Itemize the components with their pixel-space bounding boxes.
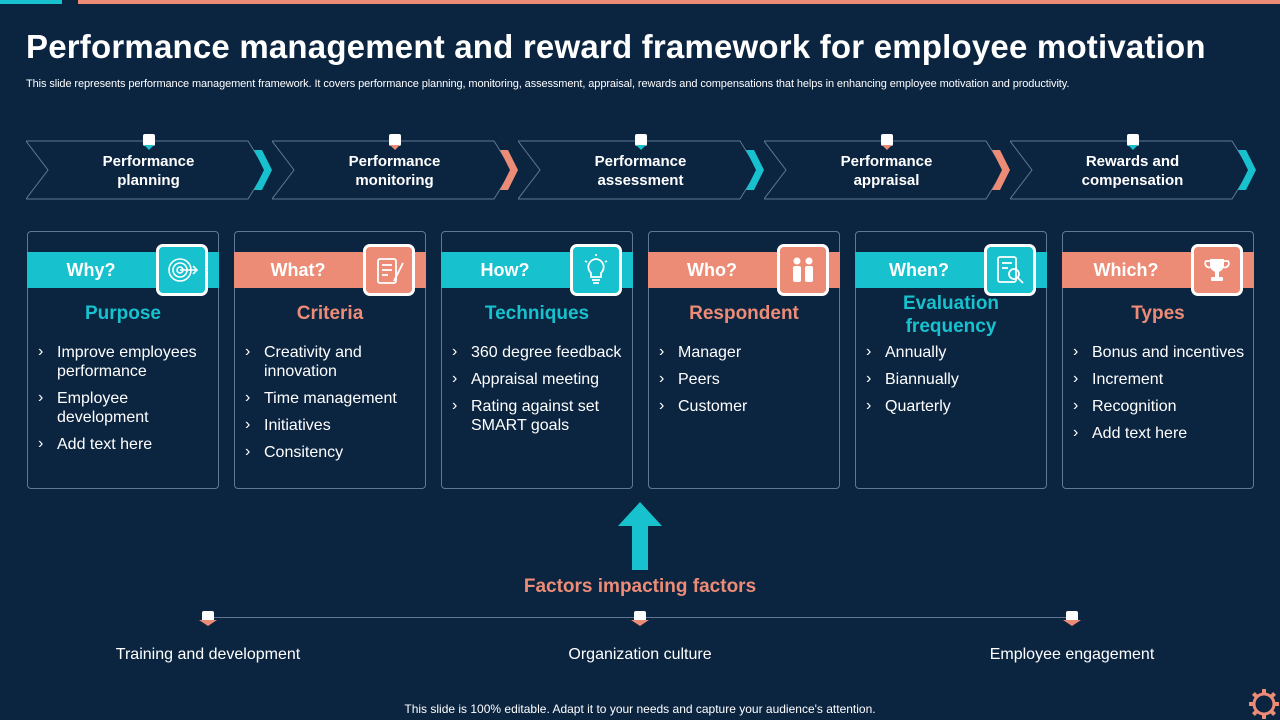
top-accent-bar-salmon bbox=[78, 0, 1280, 4]
slide-title: Performance management and reward framew… bbox=[26, 28, 1206, 65]
card-list: 360 degree feedbackAppraisal meetingRati… bbox=[452, 342, 628, 443]
card-list-item: Add text here bbox=[1073, 423, 1249, 443]
chevron-shape bbox=[1010, 140, 1256, 200]
framework-card: When? Evaluation frequencyAnnuallyBiannua… bbox=[855, 231, 1047, 489]
card-list-item: Rating against set SMART goals bbox=[452, 396, 628, 435]
top-accent-bar-teal bbox=[0, 0, 62, 4]
card-list-item: Consitency bbox=[245, 442, 421, 462]
card-list: Bonus and incentivesIncrementRecognition… bbox=[1073, 342, 1249, 451]
card-list-item: Creativity and innovation bbox=[245, 342, 421, 381]
step-marker bbox=[1127, 134, 1139, 150]
step-marker bbox=[635, 134, 647, 150]
framework-card: Who? RespondentManagerPeersCustomer bbox=[648, 231, 840, 489]
chevron-shape bbox=[518, 140, 764, 200]
people-icon bbox=[777, 244, 829, 296]
card-list-item: Recognition bbox=[1073, 396, 1249, 416]
factor-marker bbox=[631, 611, 649, 626]
slide-subtitle: This slide represents performance manage… bbox=[26, 78, 1070, 90]
card-question-label: How? bbox=[480, 260, 530, 280]
card-list: Creativity and innovationTime management… bbox=[245, 342, 421, 470]
card-question-label: What? bbox=[270, 260, 326, 280]
lightbulb-icon bbox=[570, 244, 622, 296]
card-question-label: Why? bbox=[66, 260, 116, 280]
footer-note: This slide is 100% editable. Adapt it to… bbox=[404, 702, 876, 716]
step-marker bbox=[881, 134, 893, 150]
framework-card: Why? PurposeImprove employees performance… bbox=[27, 231, 219, 489]
document-search-icon bbox=[984, 244, 1036, 296]
chevron-shape bbox=[272, 140, 518, 200]
card-list-item: Quarterly bbox=[866, 396, 1042, 416]
card-heading: Evaluation frequency bbox=[902, 293, 1000, 337]
chevron-shape bbox=[764, 140, 1010, 200]
card-question-label: When? bbox=[889, 260, 949, 280]
card-list-item: Improve employees performance bbox=[38, 342, 214, 381]
card-list-item: 360 degree feedback bbox=[452, 342, 628, 362]
card-list-item: Customer bbox=[659, 396, 835, 416]
card-list-item: Biannually bbox=[866, 369, 1042, 389]
card-heading: Criteria bbox=[296, 303, 364, 324]
card-list: AnnuallyBiannuallyQuarterly bbox=[866, 342, 1042, 424]
card-heading: Types bbox=[1131, 303, 1185, 324]
card-heading: Techniques bbox=[484, 303, 590, 324]
card-list-item: Bonus and incentives bbox=[1073, 342, 1249, 362]
framework-card: How? Techniques 360 degree feedbackApprais… bbox=[441, 231, 633, 489]
card-list-item: Peers bbox=[659, 369, 835, 389]
card-heading: Respondent bbox=[689, 303, 799, 324]
card-question-label: Who? bbox=[687, 260, 737, 280]
card-list-item: Manager bbox=[659, 342, 835, 362]
factor-label: Training and development bbox=[115, 646, 301, 663]
step-marker bbox=[389, 134, 401, 150]
card-list-item: Employee development bbox=[38, 388, 214, 427]
target-icon bbox=[156, 244, 208, 296]
framework-card: What? CriteriaCreativity and innovationTi… bbox=[234, 231, 426, 489]
card-list-item: Add text here bbox=[38, 434, 214, 454]
checklist-icon bbox=[363, 244, 415, 296]
card-list-item: Time management bbox=[245, 388, 421, 408]
card-list: ManagerPeersCustomer bbox=[659, 342, 835, 424]
card-question-label: Which? bbox=[1093, 260, 1159, 280]
chevron-shape bbox=[26, 140, 272, 200]
up-arrow-icon bbox=[618, 502, 662, 570]
factor-label: Employee engagement bbox=[989, 646, 1155, 663]
card-heading: Purpose bbox=[84, 303, 162, 324]
factor-marker bbox=[199, 611, 217, 626]
card-list-item: Annually bbox=[866, 342, 1042, 362]
framework-card: Which? TypesBonus and incentivesIncrement… bbox=[1062, 231, 1254, 489]
trophy-icon bbox=[1191, 244, 1243, 296]
card-list-item: Appraisal meeting bbox=[452, 369, 628, 389]
card-list-item: Initiatives bbox=[245, 415, 421, 435]
card-list-item: Increment bbox=[1073, 369, 1249, 389]
step-marker bbox=[143, 134, 155, 150]
factor-label: Organization culture bbox=[568, 646, 712, 663]
factor-marker bbox=[1063, 611, 1081, 626]
card-list: Improve employees performanceEmployee de… bbox=[38, 342, 214, 462]
gear-icon[interactable] bbox=[1248, 688, 1280, 720]
factors-title: Factors impacting factors bbox=[523, 576, 757, 597]
